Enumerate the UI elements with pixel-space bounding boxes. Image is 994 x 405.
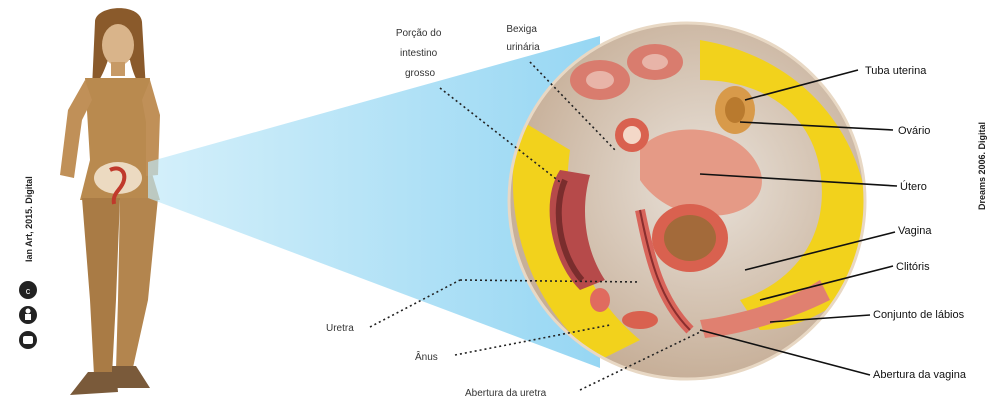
anatomy-circle	[509, 23, 870, 379]
label-porcao-intestino: Porção do intestino grosso	[396, 28, 444, 79]
label-clitoris: Clitóris	[896, 261, 930, 273]
by-icon	[19, 306, 37, 324]
label-utero: Útero	[900, 180, 927, 193]
credit-left: Ian Art, 2015. Digital	[24, 176, 34, 262]
label-ovario: Ovário	[898, 125, 930, 137]
label-tuba-uterina: Tuba uterina	[865, 65, 927, 77]
nc-icon	[19, 331, 37, 349]
label-anus: Ânus	[415, 350, 438, 363]
label-uretra: Uretra	[326, 323, 354, 334]
label-vagina: Vagina	[898, 225, 932, 237]
cc-icon: c	[19, 281, 37, 299]
credit-right: Dreams 2006. Digital	[977, 122, 987, 210]
label-conjunto-labios: Conjunto de lábios	[873, 309, 965, 321]
label-abertura-uretra: Abertura da uretra	[465, 388, 547, 399]
label-abertura-vagina: Abertura da vagina	[873, 369, 967, 381]
woman-figure	[60, 8, 160, 395]
svg-text:c: c	[26, 286, 31, 296]
label-bexiga-urinaria: Bexiga urinária	[506, 24, 540, 53]
